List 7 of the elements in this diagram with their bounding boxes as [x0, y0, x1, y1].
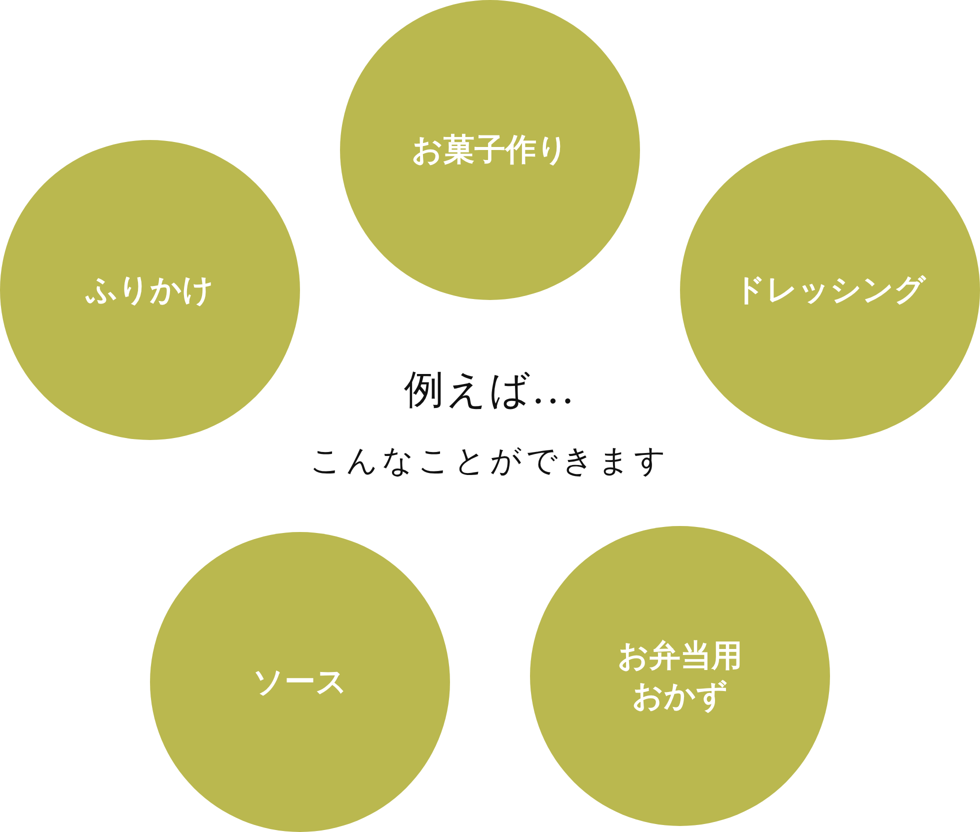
- node-label: ソース: [252, 662, 348, 702]
- node-label: ふりかけ: [86, 270, 214, 310]
- node-label: ドレッシング: [734, 270, 926, 310]
- subheading-text: こんなことができます: [310, 443, 670, 479]
- heading-text: 例えば...: [404, 367, 576, 413]
- node-label: お弁当用おかず: [616, 636, 744, 716]
- node-label: お菓子作り: [412, 130, 568, 170]
